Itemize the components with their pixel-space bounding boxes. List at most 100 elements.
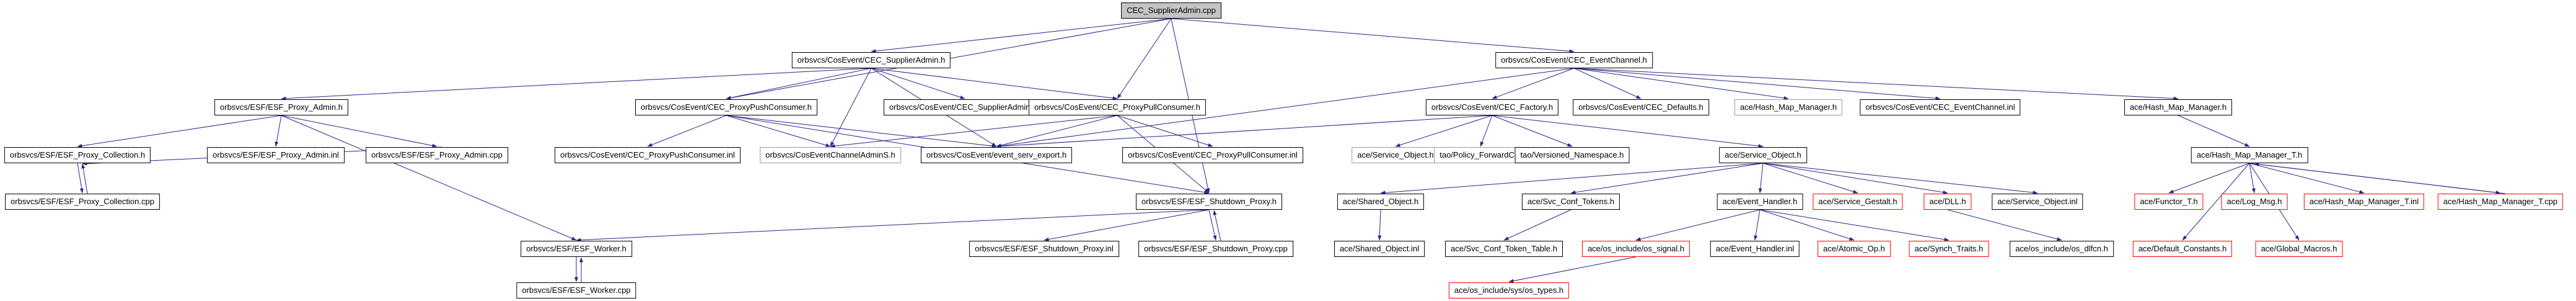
include-edge [1492, 68, 1575, 99]
graph-node[interactable]: ace/Service_Object.h [1719, 147, 1807, 163]
include-edge [2178, 115, 2250, 147]
graph-node[interactable]: ace/Hash_Map_Manager.h [2124, 99, 2233, 115]
include-edge [726, 115, 831, 147]
include-edge [1395, 115, 1493, 147]
graph-root-node: CEC_SupplierAdmin.cpp [1121, 2, 1221, 19]
include-edge [726, 115, 997, 148]
graph-node[interactable]: ace/Event_Handler.inl [1710, 241, 1800, 257]
include-edge [2182, 163, 2250, 241]
graph-node[interactable]: orbsvcs/CosEvent/CEC_Defaults.h [1573, 99, 1709, 115]
include-edge [1947, 209, 2062, 241]
graph-node[interactable]: ace/Global_Macros.h [2255, 241, 2343, 257]
include-edge [281, 115, 437, 148]
graph-node[interactable]: ace/Hash_Map_Manager_T.inl [2303, 194, 2425, 210]
graph-node[interactable]: ace/Shared_Object.h [1337, 194, 1425, 210]
include-edge [2168, 163, 2250, 194]
graph-node[interactable]: orbsvcs/CosEvent/CEC_ProxyPushConsumer.i… [555, 147, 741, 163]
graph-node[interactable]: ace/os_include/sys/os_types.h [1448, 282, 1570, 299]
graph-node[interactable]: orbsvcs/ESF/ESF_Worker.cpp [516, 282, 636, 299]
graph-node[interactable]: ace/Functor_T.h [2134, 194, 2204, 210]
include-edge [1754, 209, 1761, 241]
include-edge [1117, 115, 1213, 147]
graph-node: ace/Hash_Map_Manager.h [1734, 99, 1843, 115]
graph-node[interactable]: ace/Synch_Traits.h [1909, 241, 1989, 257]
graph-node[interactable]: orbsvcs/CosEvent/CEC_ProxyPullConsumer.i… [1122, 147, 1303, 163]
include-edge [576, 209, 1210, 242]
graph-node[interactable]: orbsvcs/ESF/ESF_Proxy_Admin.h [214, 99, 348, 115]
include-edge [726, 68, 872, 100]
graph-node[interactable]: ace/Atomic_Op.h [1818, 241, 1891, 257]
include-edge [1492, 115, 1764, 148]
graph-node[interactable]: ace/os_include/os_signal.h [1581, 241, 1690, 257]
include-edge [1378, 209, 1382, 241]
graph-node[interactable]: orbsvcs/ESF/ESF_Shutdown_Proxy.cpp [1138, 241, 1293, 257]
include-edge [81, 163, 88, 194]
include-edge [1117, 18, 1172, 99]
graph-node[interactable]: ace/Service_Gestalt.h [1813, 194, 1903, 210]
graph-node[interactable]: orbsvcs/CosEvent/CEC_EventChannel.inl [1860, 99, 2021, 115]
graph-node[interactable]: ace/Hash_Map_Manager_T.cpp [2437, 194, 2564, 210]
graph-node[interactable]: orbsvcs/CosEvent/CEC_ProxyPushConsumer.h [635, 99, 818, 115]
include-edge [1635, 209, 1761, 241]
include-edge [1759, 209, 1855, 241]
graph-node[interactable]: ace/Event_Handler.h [1717, 194, 1803, 210]
graph-node[interactable]: orbsvcs/ESF/ESF_Proxy_Collection.cpp [5, 194, 160, 210]
include-edge [281, 115, 577, 241]
graph-node[interactable]: ace/Hash_Map_Manager_T.h [2191, 147, 2308, 163]
graph-node[interactable]: ace/Svc_Conf_Token_Table.h [1444, 241, 1563, 257]
include-edge [647, 115, 727, 147]
graph-node[interactable]: orbsvcs/CosEvent/CEC_EventChannel.h [1495, 52, 1653, 68]
include-edge [1758, 163, 1764, 194]
graph-node[interactable]: ace/Shared_Object.inl [1334, 241, 1425, 257]
include-edge [830, 115, 1118, 148]
include-edge [996, 115, 1118, 148]
graph-node[interactable]: ace/os_include/os_dlfcn.h [2010, 241, 2114, 257]
include-edge [1573, 68, 1941, 101]
graph-node: tao/Policy_ForwardC.h [1434, 147, 1527, 163]
graph-node[interactable]: orbsvcs/CosEvent/event_serv_export.h [920, 147, 1073, 163]
include-edge [1503, 209, 1572, 241]
include-edge [1570, 163, 1764, 194]
include-edge [1508, 256, 1637, 283]
graph-node[interactable]: orbsvcs/ESF/ESF_Proxy_Admin.inl [207, 147, 345, 163]
graph-node: ace/Service_Object.h [1352, 147, 1440, 163]
graph-node[interactable]: ace/Svc_Conf_Tokens.h [1521, 194, 1620, 210]
include-edge [275, 115, 282, 147]
graph-node: orbsvcs/CosEventChannelAdminS.h [760, 147, 901, 163]
graph-node[interactable]: ace/Log_Msg.h [2221, 194, 2288, 210]
include-edge [1171, 18, 1575, 53]
graph-node[interactable]: orbsvcs/CosEvent/CEC_SupplierAdmin.h [791, 52, 951, 68]
include-edge [2254, 162, 2506, 194]
graph-node[interactable]: orbsvcs/CosEvent/CEC_SupplierAdmin.inl [883, 99, 1047, 115]
include-edge [1759, 209, 1950, 241]
include-edge [1213, 210, 1221, 241]
include-edge [1208, 209, 1217, 241]
include-edge [1762, 163, 2038, 195]
graph-node[interactable]: orbsvcs/ESF/ESF_Shutdown_Proxy.h [1136, 194, 1282, 210]
include-edge [281, 68, 872, 101]
graph-node[interactable]: ace/Default_Constants.h [2132, 241, 2233, 257]
include-edge [1044, 209, 1210, 241]
include-edge [2249, 163, 2365, 194]
graph-node[interactable]: ace/DLL.h [1923, 194, 1972, 210]
include-edge [1573, 68, 1789, 100]
include-edge [77, 163, 84, 194]
graph-node[interactable]: orbsvcs/ESF/ESF_Proxy_Admin.cpp [366, 147, 508, 163]
include-edge [77, 115, 282, 148]
graph-node[interactable]: orbsvcs/ESF/ESF_Shutdown_Proxy.inl [969, 241, 1119, 257]
graph-node[interactable]: orbsvcs/CosEvent/CEC_ProxyPullConsumer.h [1028, 99, 1207, 115]
include-edge [996, 115, 1493, 148]
graph-node[interactable]: tao/Versioned_Namespace.h [1514, 147, 1630, 163]
graph-node[interactable]: orbsvcs/CosEvent/CEC_Factory.h [1425, 99, 1559, 115]
include-edge [1573, 68, 1642, 99]
include-edge [830, 68, 872, 147]
include-edge [1380, 163, 1764, 195]
graph-node[interactable]: ace/Service_Object.inl [1992, 194, 2083, 210]
include-edge [871, 68, 1118, 101]
graph-node[interactable]: orbsvcs/ESF/ESF_Worker.h [521, 241, 632, 257]
include-edge [1480, 115, 1493, 147]
include-edge [996, 68, 1575, 148]
include-edge [1762, 163, 1948, 194]
graph-node[interactable]: orbsvcs/ESF/ESF_Proxy_Collection.h [4, 147, 151, 163]
